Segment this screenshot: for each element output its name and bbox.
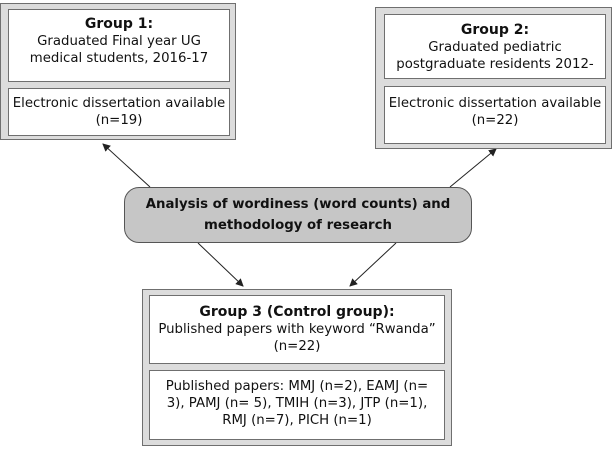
arrow-to-group3-left xyxy=(197,242,244,287)
group2-description-box: Group 2: Graduated pediatric postgraduat… xyxy=(384,14,606,79)
group1-description-line1: Graduated Final year UG xyxy=(37,34,201,49)
group3-description-line1: Published papers with keyword “Rwanda” xyxy=(158,322,436,337)
group1-detail-line2: (n=19) xyxy=(95,113,143,128)
arrow-to-group3-right xyxy=(349,242,397,287)
group3-detail-line1: Published papers: MMJ (n=2), EAMJ (n= xyxy=(165,379,429,394)
group2-detail-line2: (n=22) xyxy=(471,113,519,128)
group1-title: Group 1: xyxy=(84,16,154,32)
group1-detail-line1: Electronic dissertation available xyxy=(12,96,226,111)
group1-description-line2: medical students, 2016-17 xyxy=(29,51,209,66)
group3-detail-box: Published papers: MMJ (n=2), EAMJ (n= 3)… xyxy=(149,370,445,440)
group1-frame: Group 1: Graduated Final year UG medical… xyxy=(0,3,236,140)
group2-detail-line1: Electronic dissertation available xyxy=(388,96,602,111)
arrow-to-group1 xyxy=(102,143,151,188)
analysis-box: Analysis of wordiness (word counts) and … xyxy=(124,187,472,243)
analysis-line2: methodology of research xyxy=(204,218,392,233)
group1-description-box: Group 1: Graduated Final year UG medical… xyxy=(8,9,230,82)
group2-title: Group 2: xyxy=(460,22,530,38)
group2-detail-box: Electronic dissertation available (n=22) xyxy=(384,86,606,144)
group2-description-line1: Graduated pediatric xyxy=(428,40,562,55)
group2-description-line2: postgraduate residents 2012- xyxy=(396,57,594,72)
group1-detail-box: Electronic dissertation available (n=19) xyxy=(8,88,230,136)
analysis-line1: Analysis of wordiness (word counts) and xyxy=(145,197,451,212)
group3-description-box: Group 3 (Control group): Published paper… xyxy=(149,295,445,364)
group3-detail-line3: RMJ (n=7), PICH (n=1) xyxy=(222,413,372,428)
arrow-to-group2 xyxy=(449,148,497,188)
group2-frame: Group 2: Graduated pediatric postgraduat… xyxy=(375,7,612,149)
group3-frame: Group 3 (Control group): Published paper… xyxy=(142,289,452,446)
group3-detail-line2: 3), PAMJ (n= 5), TMIH (n=3), JTP (n=1), xyxy=(166,396,428,411)
group3-title: Group 3 (Control group): xyxy=(199,304,395,320)
group3-description-line2: (n=22) xyxy=(273,339,321,354)
